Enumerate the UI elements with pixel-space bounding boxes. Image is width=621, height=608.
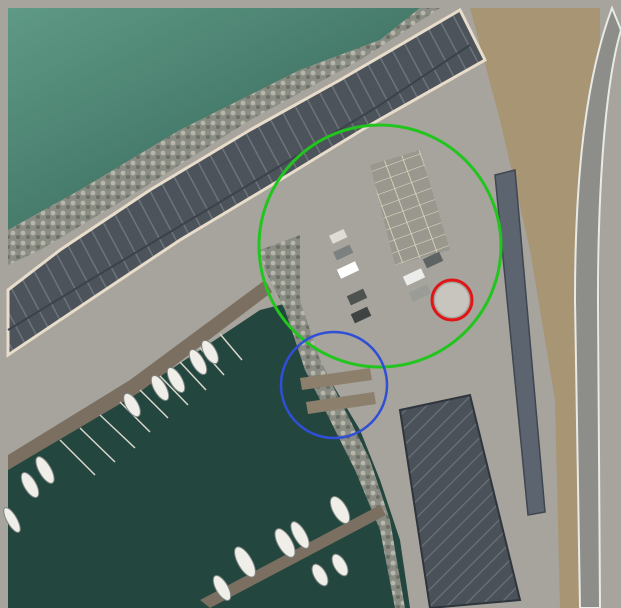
breakwater xyxy=(260,235,405,608)
building-east xyxy=(494,169,546,516)
annotation-circle-green xyxy=(257,123,503,369)
boats xyxy=(3,339,351,601)
building-south xyxy=(398,393,522,608)
pier-main xyxy=(8,280,272,470)
parking-lot xyxy=(370,150,450,265)
turning-circle xyxy=(435,283,469,317)
rocky-shore xyxy=(8,8,440,265)
house-row-north xyxy=(6,7,487,358)
sea xyxy=(8,8,420,230)
parked-cars xyxy=(329,228,444,324)
annotation-circle-blue xyxy=(279,330,389,440)
grass-strip xyxy=(470,8,600,608)
annotation-circle-red xyxy=(430,278,474,322)
road xyxy=(573,5,621,608)
boat-ramps xyxy=(300,368,376,414)
